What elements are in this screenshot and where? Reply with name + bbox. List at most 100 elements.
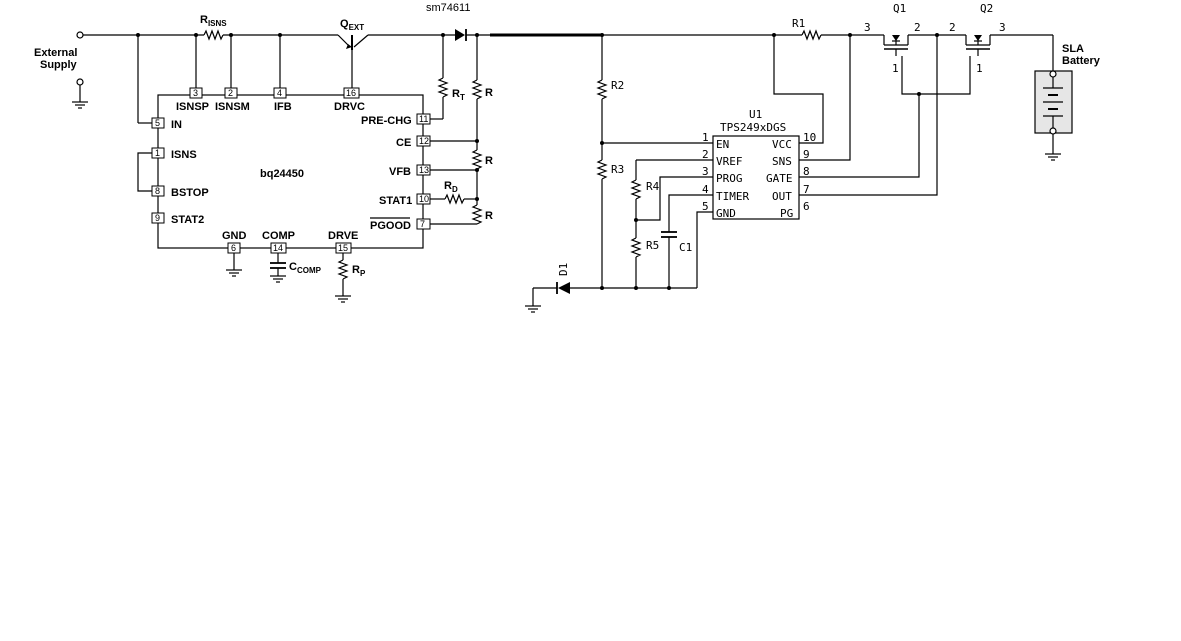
svg-text:7: 7 (420, 219, 425, 229)
svg-text:2: 2 (702, 148, 709, 161)
svg-text:2: 2 (228, 88, 233, 98)
svg-text:8: 8 (155, 186, 160, 196)
pin-drve-label: DRVE (328, 230, 358, 242)
bq-ground-icon (226, 269, 242, 277)
battery-label-line1: SLA (1062, 43, 1084, 55)
r4-label: R4 (646, 180, 660, 193)
r1-label: R1 (792, 17, 805, 30)
svg-text:15: 15 (338, 243, 348, 253)
svg-text:5: 5 (155, 118, 160, 128)
r5-resistor (630, 237, 642, 258)
pin-bstop-label: BSTOP (171, 187, 209, 199)
bq24450-section: External Supply R ISNS QEXT (34, 14, 602, 303)
c1-label: C1 (679, 241, 692, 254)
d1-diode-icon (556, 282, 570, 294)
rd-label: RD (444, 180, 458, 194)
svg-text:12: 12 (419, 136, 429, 146)
rsense-resistor (203, 29, 224, 41)
pin-in-label: IN (171, 119, 182, 131)
rp-label: RP (352, 264, 366, 278)
svg-text:3: 3 (999, 21, 1006, 34)
supply-label-line1: External (34, 47, 77, 59)
d1-label: D1 (557, 263, 570, 276)
svg-text:9: 9 (803, 148, 810, 161)
ladder-resistor-bottom-label: R (485, 210, 493, 222)
u1-pin-sns: SNS (772, 155, 792, 168)
pin-prechg-label: PRE-CHG (361, 115, 412, 127)
supply-terminal-bottom (76, 78, 84, 86)
svg-text:10: 10 (419, 194, 429, 204)
r3-resistor (596, 159, 608, 180)
q1-mosfet-icon (880, 34, 937, 56)
svg-text:14: 14 (273, 243, 283, 253)
u1-pin-vref: VREF (716, 155, 743, 168)
u1-pin-gnd: GND (716, 207, 736, 220)
pin-gnd-label: GND (222, 230, 247, 242)
ladder-resistor-mid-label: R (485, 155, 493, 167)
pin-comp-label: COMP (262, 230, 295, 242)
tps249x-section: R1 R2 R3 D1 R4 (525, 2, 1101, 313)
svg-text:4: 4 (277, 88, 282, 98)
rt-resistor (437, 77, 449, 98)
ccomp-ground-icon (270, 275, 286, 283)
u1-pin-en: EN (716, 138, 729, 151)
svg-text:3: 3 (864, 21, 871, 34)
pin-pgood-label: PGOOD (370, 220, 411, 232)
supply-label-line2: Supply (40, 59, 78, 71)
blocking-diode-icon (455, 29, 467, 41)
svg-text:1: 1 (702, 131, 709, 144)
svg-text:11: 11 (419, 114, 428, 124)
ladder-resistor-top-label: R (485, 87, 493, 99)
svg-text:1: 1 (155, 148, 160, 158)
rp-resistor (337, 259, 349, 280)
u1-pin-out: OUT (772, 190, 792, 203)
pin-stat2-label: STAT2 (171, 214, 204, 226)
rp-ground-icon (335, 295, 351, 303)
u1-part: TPS249xDGS (720, 121, 786, 134)
pin-isnsp-label: ISNSP (176, 101, 209, 113)
qext-transistor-icon (337, 34, 369, 88)
battery-ground-icon (1045, 153, 1061, 161)
u1-pin-gate: GATE (766, 172, 793, 185)
svg-text:1: 1 (976, 62, 983, 75)
rt-label: RT (452, 88, 465, 102)
ccomp-capacitor-icon (270, 262, 286, 269)
svg-text:4: 4 (702, 183, 709, 196)
r3-label: R3 (611, 163, 624, 176)
svg-text:1: 1 (892, 62, 899, 75)
r2-resistor (596, 79, 608, 100)
svg-text:5: 5 (702, 200, 709, 213)
rd-resistor (444, 193, 465, 205)
sla-battery-icon (1034, 70, 1073, 135)
r2-label: R2 (611, 79, 624, 92)
svg-text:3: 3 (193, 88, 198, 98)
c1-capacitor-icon (661, 231, 677, 238)
ladder-resistor-top (471, 79, 483, 100)
ladder-resistor-mid (471, 149, 483, 170)
u1-pin-vcc: VCC (772, 138, 792, 151)
r1-resistor (801, 29, 822, 41)
r5-label: R5 (646, 239, 659, 252)
svg-text:8: 8 (803, 165, 810, 178)
pin-stat1-label: STAT1 (379, 195, 412, 207)
diagram-title: sm74611 (426, 2, 470, 14)
pin-isns-label: ISNS (171, 149, 197, 161)
qext-label: QEXT (340, 18, 364, 32)
u1-pin-timer: TIMER (716, 190, 749, 203)
svg-text:7: 7 (803, 183, 810, 196)
pin-vfb-label: VFB (389, 166, 411, 178)
bq24450-name: bq24450 (260, 168, 304, 180)
u1-ref: U1 (749, 108, 762, 121)
battery-label-line2: Battery (1062, 55, 1101, 67)
pin-ifb-label: IFB (274, 101, 292, 113)
svg-text:2: 2 (914, 21, 921, 34)
q2-mosfet-icon (937, 34, 991, 56)
q2-label: Q2 (980, 2, 993, 15)
svg-text:9: 9 (155, 213, 160, 223)
u1-pin-prog: PROG (716, 172, 743, 185)
svg-text:6: 6 (803, 200, 810, 213)
pin-ce-label: CE (396, 137, 411, 149)
svg-text:3: 3 (702, 165, 709, 178)
q1-label: Q1 (893, 2, 906, 15)
r4-resistor (630, 179, 642, 200)
